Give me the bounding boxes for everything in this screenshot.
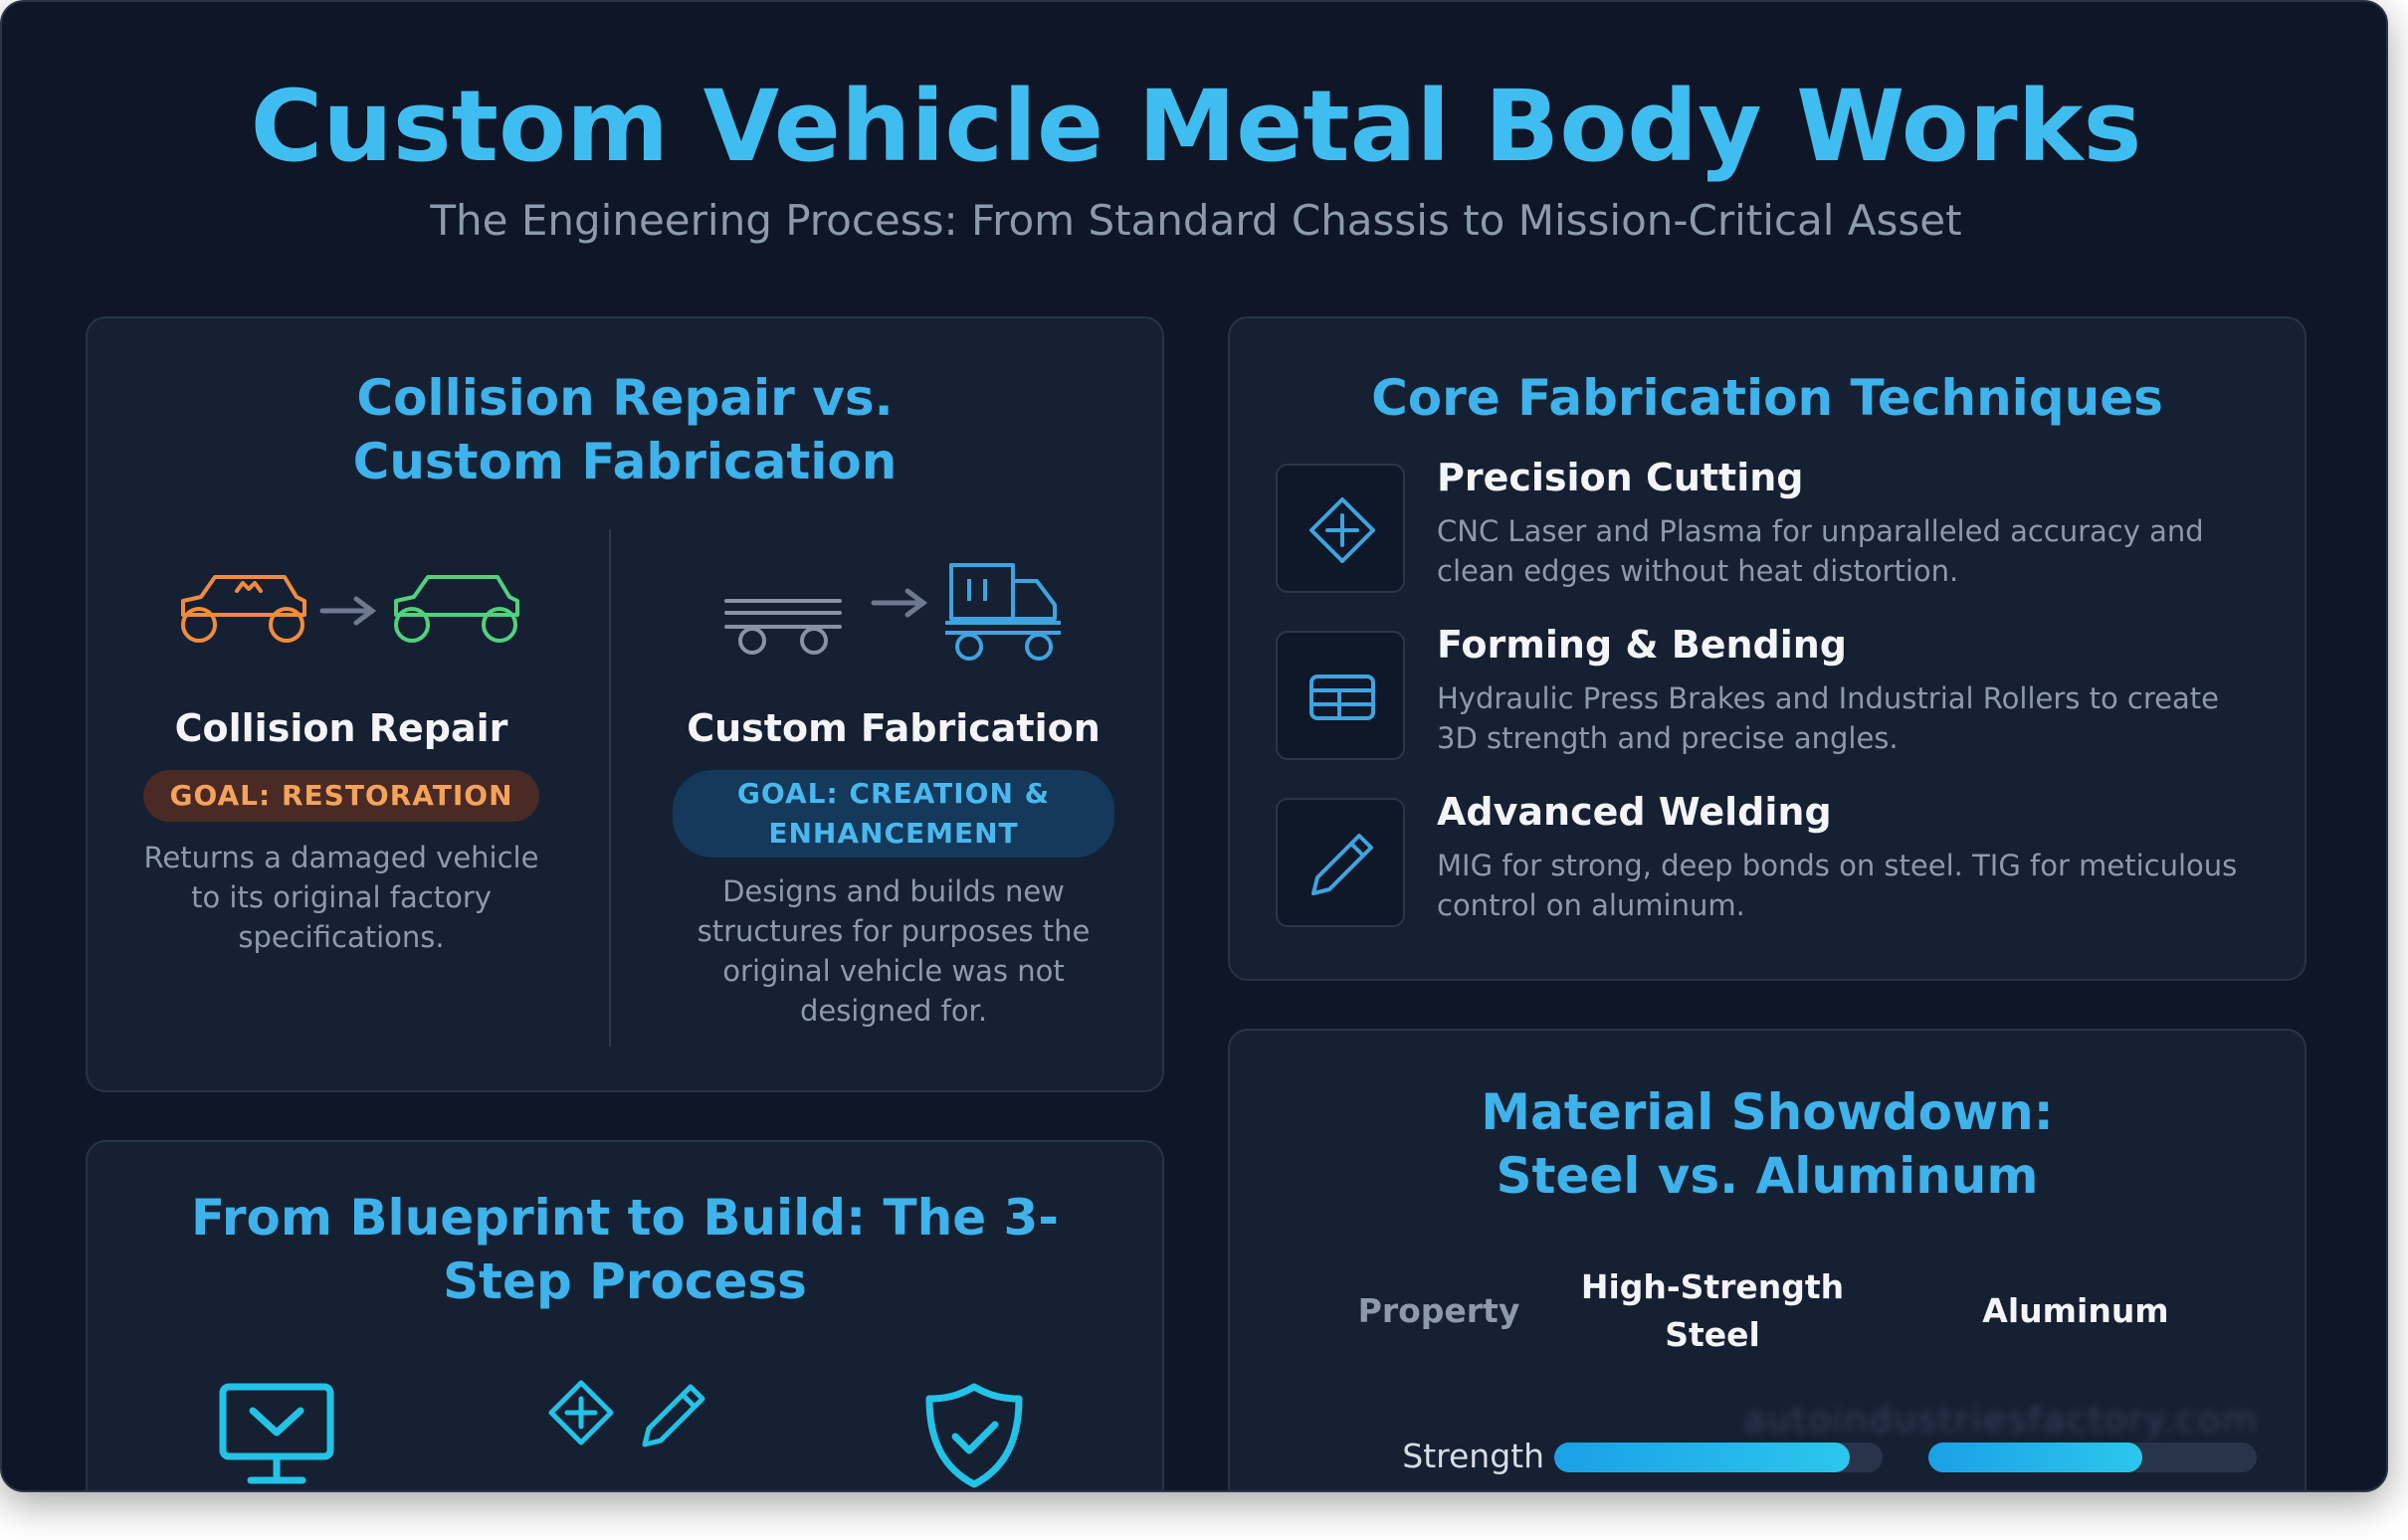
monitor-icon: [219, 1383, 334, 1484]
process-card: From Blueprint to Build: The 3-Step Proc…: [86, 1140, 1164, 1490]
technique-forming-bending: Forming & Bending Hydraulic Press Brakes…: [1276, 623, 2265, 770]
infographic-frame: Custom Vehicle Metal Body Works The Engi…: [0, 0, 2388, 1492]
materials-card: Material Showdown: Steel vs. Aluminum Pr…: [1228, 1029, 2307, 1490]
tools-icon: [548, 1380, 705, 1447]
custom-truck-icon: [945, 563, 1061, 661]
page-title: Custom Vehicle Metal Body Works: [250, 70, 2142, 184]
bare-chassis-icon: [724, 599, 842, 655]
arrow-right-icon: [871, 588, 928, 618]
steel-strength-bar: [1554, 1443, 1883, 1472]
page-subtitle: The Engineering Process: From Standard C…: [430, 196, 1962, 245]
damaged-car-icon: [181, 575, 306, 643]
aluminum-column-header: Aluminum: [1982, 1291, 2169, 1330]
repair-illustration: [181, 565, 539, 655]
watermark: autoindustriesfactory.com: [1743, 1400, 2260, 1441]
shield-check-icon: [925, 1383, 1023, 1488]
technique-advanced-welding: Advanced Welding MIG for strong, deep bo…: [1276, 790, 2265, 937]
technique-description: Hydraulic Press Brakes and Industrial Ro…: [1437, 681, 2219, 755]
fabrication-heading: Custom Fabrication: [687, 706, 1101, 750]
repair-column: Collision Repair GOAL: RESTORATION Retur…: [127, 706, 555, 957]
steel-column-header: High-Strength Steel: [1580, 1267, 1845, 1354]
process-title: From Blueprint to Build: The 3-Step Proc…: [190, 1189, 1060, 1310]
fabrication-goal-badge: GOAL: CREATION & ENHANCEMENT: [673, 770, 1114, 858]
repair-description: Returns a damaged vehicle to its origina…: [143, 841, 539, 954]
aluminum-strength-fill: [1928, 1443, 2142, 1472]
techniques-title: Core Fabrication Techniques: [1371, 369, 2163, 427]
fabrication-column: Custom Fabrication GOAL: CREATION & ENHA…: [645, 706, 1142, 1031]
pencil-icon: [1276, 798, 1405, 927]
technique-precision-cutting: Precision Cutting CNC Laser and Plasma f…: [1276, 456, 2265, 603]
technique-name: Advanced Welding: [1437, 790, 1832, 834]
property-column-header: Property: [1357, 1291, 1520, 1330]
crosshair-diamond-icon: [1276, 464, 1405, 593]
technique-name: Precision Cutting: [1437, 456, 1804, 499]
comparison-card: Collision Repair vs. Custom Fabrication: [86, 316, 1164, 1092]
technique-description: MIG for strong, deep bonds on steel. TIG…: [1437, 849, 2238, 922]
repair-goal-badge: GOAL: RESTORATION: [143, 770, 539, 822]
column-divider: [609, 529, 611, 1047]
fabrication-illustration: [724, 557, 1122, 667]
steel-strength-fill: [1554, 1443, 1850, 1472]
comparison-title: Collision Repair vs. Custom Fabrication: [352, 369, 898, 490]
aluminum-strength-bar: [1928, 1443, 2257, 1472]
technique-name: Forming & Bending: [1437, 623, 1848, 667]
fabrication-description: Designs and builds new structures for pu…: [697, 874, 1091, 1028]
technique-description: CNC Laser and Plasma for unparalleled ac…: [1437, 514, 2204, 588]
materials-title: Material Showdown: Steel vs. Aluminum: [1481, 1083, 2054, 1205]
restored-car-icon: [394, 575, 519, 643]
press-brake-icon: [1276, 631, 1405, 760]
arrow-right-icon: [319, 596, 377, 626]
repair-heading: Collision Repair: [174, 706, 508, 750]
property-label: Strength: [1402, 1437, 1544, 1475]
techniques-card: Core Fabrication Techniques Precision Cu…: [1228, 316, 2307, 981]
